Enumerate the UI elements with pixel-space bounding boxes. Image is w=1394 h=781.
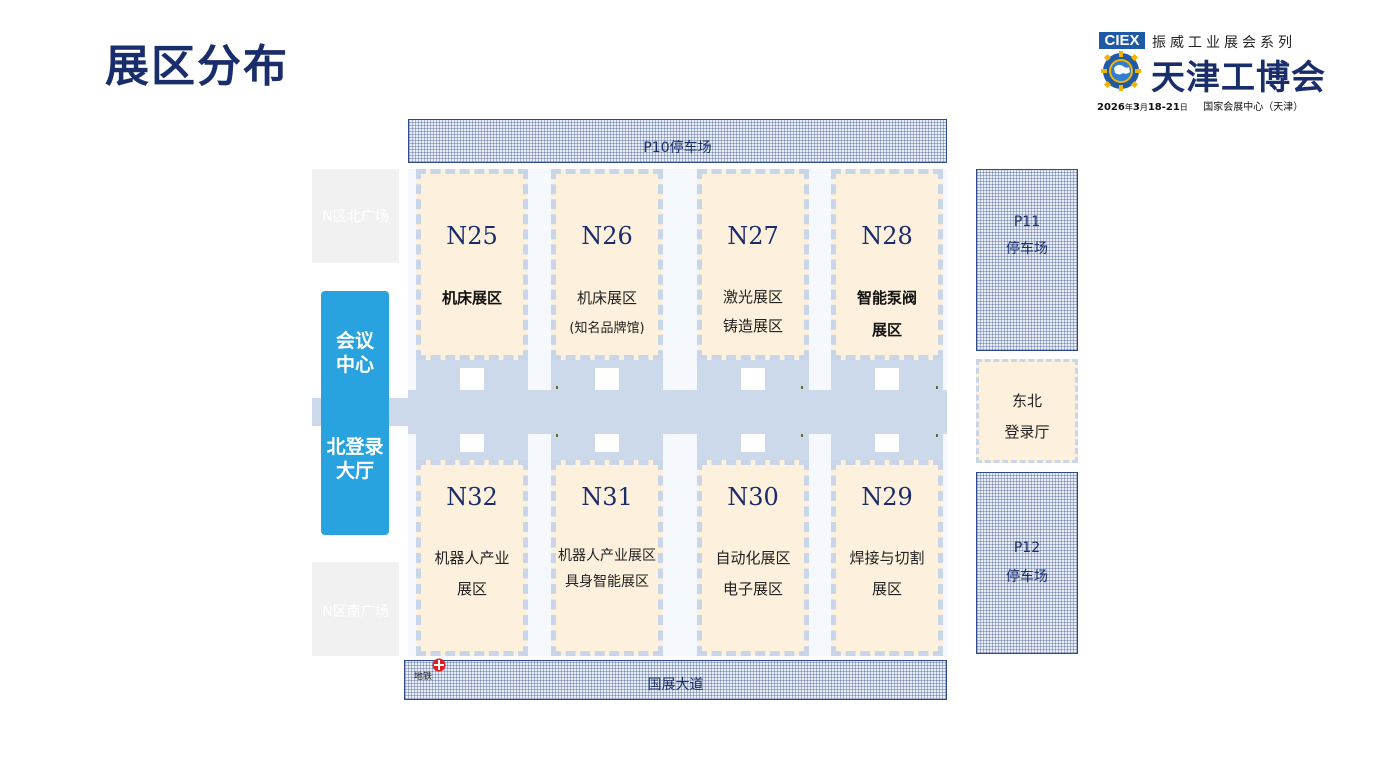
south-plaza-label: N区南广场 [322,604,389,620]
hall-line2: 展区 [871,321,902,339]
guozhan-avenue: 国展大道 [404,660,947,700]
marker-tick [936,386,938,389]
hall-n26: N26 机床展区 (知名品牌馆) [551,169,663,360]
date-year-unit: 年 [1124,103,1133,112]
conference-line3: 北登录 [326,436,384,458]
conference-center: 会议 中心 北登录 大厅 [321,291,389,535]
date-year: 2026 [1097,102,1125,113]
conference-line4: 大厅 [335,460,374,482]
hall-line2: 铸造展区 [722,317,783,335]
pillar [460,368,484,390]
brand-series: 振威工业展会系列 [1152,35,1296,51]
hall-n32: N32 机器人产业 展区 [416,460,528,656]
venue-text: 国家会展中心（天津） [1203,102,1304,113]
marker-tick [936,434,938,437]
road-label: 国展大道 [647,677,704,693]
central-corridor [408,390,947,434]
hall-line1: 机器人产业 [434,549,510,567]
pillar [741,434,765,452]
pillar [595,434,619,452]
date-day-unit: 日 [1179,103,1188,112]
northeast-lobby: 东北 登录厅 [976,359,1078,463]
south-plaza: N区南广场 [312,562,399,656]
metro-label: 地铁 [414,672,433,682]
pillar [741,368,765,390]
hall-line1: 机器人产业展区 [558,548,656,564]
hall-line2: (知名品牌馆) [569,321,645,336]
hall-n28: N28 智能泵阀 展区 [831,169,943,360]
hall-n25: N25 机床展区 [416,169,528,360]
hall-line2: 电子展区 [722,580,783,598]
hall-code: N32 [446,483,498,511]
hall-line1: 激光展区 [722,288,783,306]
hall-n27: N27 激光展区 铸造展区 [697,169,809,360]
marker-tick [556,434,558,437]
pillar [875,434,899,452]
parking-p12: P12 停车场 [976,472,1078,654]
hall-line2: 具身智能展区 [565,574,649,590]
hall-code: N27 [727,222,779,250]
hall-line1: 机床展区 [441,289,502,307]
hall-code: N31 [581,483,633,511]
parking-p10: P10停车场 [408,119,947,163]
metro-icon [432,658,446,672]
marker-tick [801,386,803,389]
conference-line1: 会议 [335,330,374,352]
conference-line2: 中心 [335,354,374,376]
hall-n30: N30 自动化展区 电子展区 [697,460,809,656]
brand-logo: CIEX 振威工业展会系列 天津工博会 2026年3月18-21日 国家会展中心… [1097,30,1347,114]
brand-date-venue: 2026年3月18-21日 国家会展中心（天津） [1097,98,1303,113]
pillar [875,368,899,390]
northeast-lobby-line1: 东北 [1011,392,1042,410]
hall-code: N25 [446,222,498,250]
northeast-lobby-line2: 登录厅 [1004,423,1050,441]
parking-p12-label-1: P12 [1013,540,1041,556]
hall-code: N28 [861,222,913,250]
parking-p11-label-1: P11 [1013,214,1041,230]
hall-line1: 机床展区 [576,289,637,307]
hall-line2: 展区 [456,580,487,598]
parking-p12-label-2: 停车场 [1006,569,1048,585]
date-month-unit: 月 [1139,103,1148,112]
brand-name: 天津工博会 [1151,58,1326,98]
hall-line2: 展区 [871,580,902,598]
parking-p11-label-2: 停车场 [1006,241,1048,257]
hall-n31: N31 机器人产业展区 具身智能展区 [551,460,663,656]
hall-code: N26 [581,222,633,250]
pillar [595,368,619,390]
north-plaza: N区北广场 [312,169,399,263]
date-days: 18-21 [1147,102,1180,113]
hall-line1: 焊接与切割 [849,549,925,567]
hall-line1: 自动化展区 [715,549,791,567]
marker-tick [801,434,803,437]
ciex-badge: CIEX [1099,32,1145,49]
parking-p11: P11 停车场 [976,169,1078,351]
hall-line1: 智能泵阀 [856,289,917,307]
date-month: 3 [1132,102,1140,113]
hall-code: N30 [727,483,779,511]
page-title: 展区分布 [105,41,289,92]
hall-n29: N29 焊接与切割 展区 [831,460,943,656]
hall-code: N29 [861,483,913,511]
north-plaza-label: N区北广场 [322,209,389,225]
gear-globe-icon [1101,51,1141,91]
parking-p10-label: P10停车场 [643,140,712,156]
pillar [460,434,484,452]
marker-tick [556,386,558,389]
